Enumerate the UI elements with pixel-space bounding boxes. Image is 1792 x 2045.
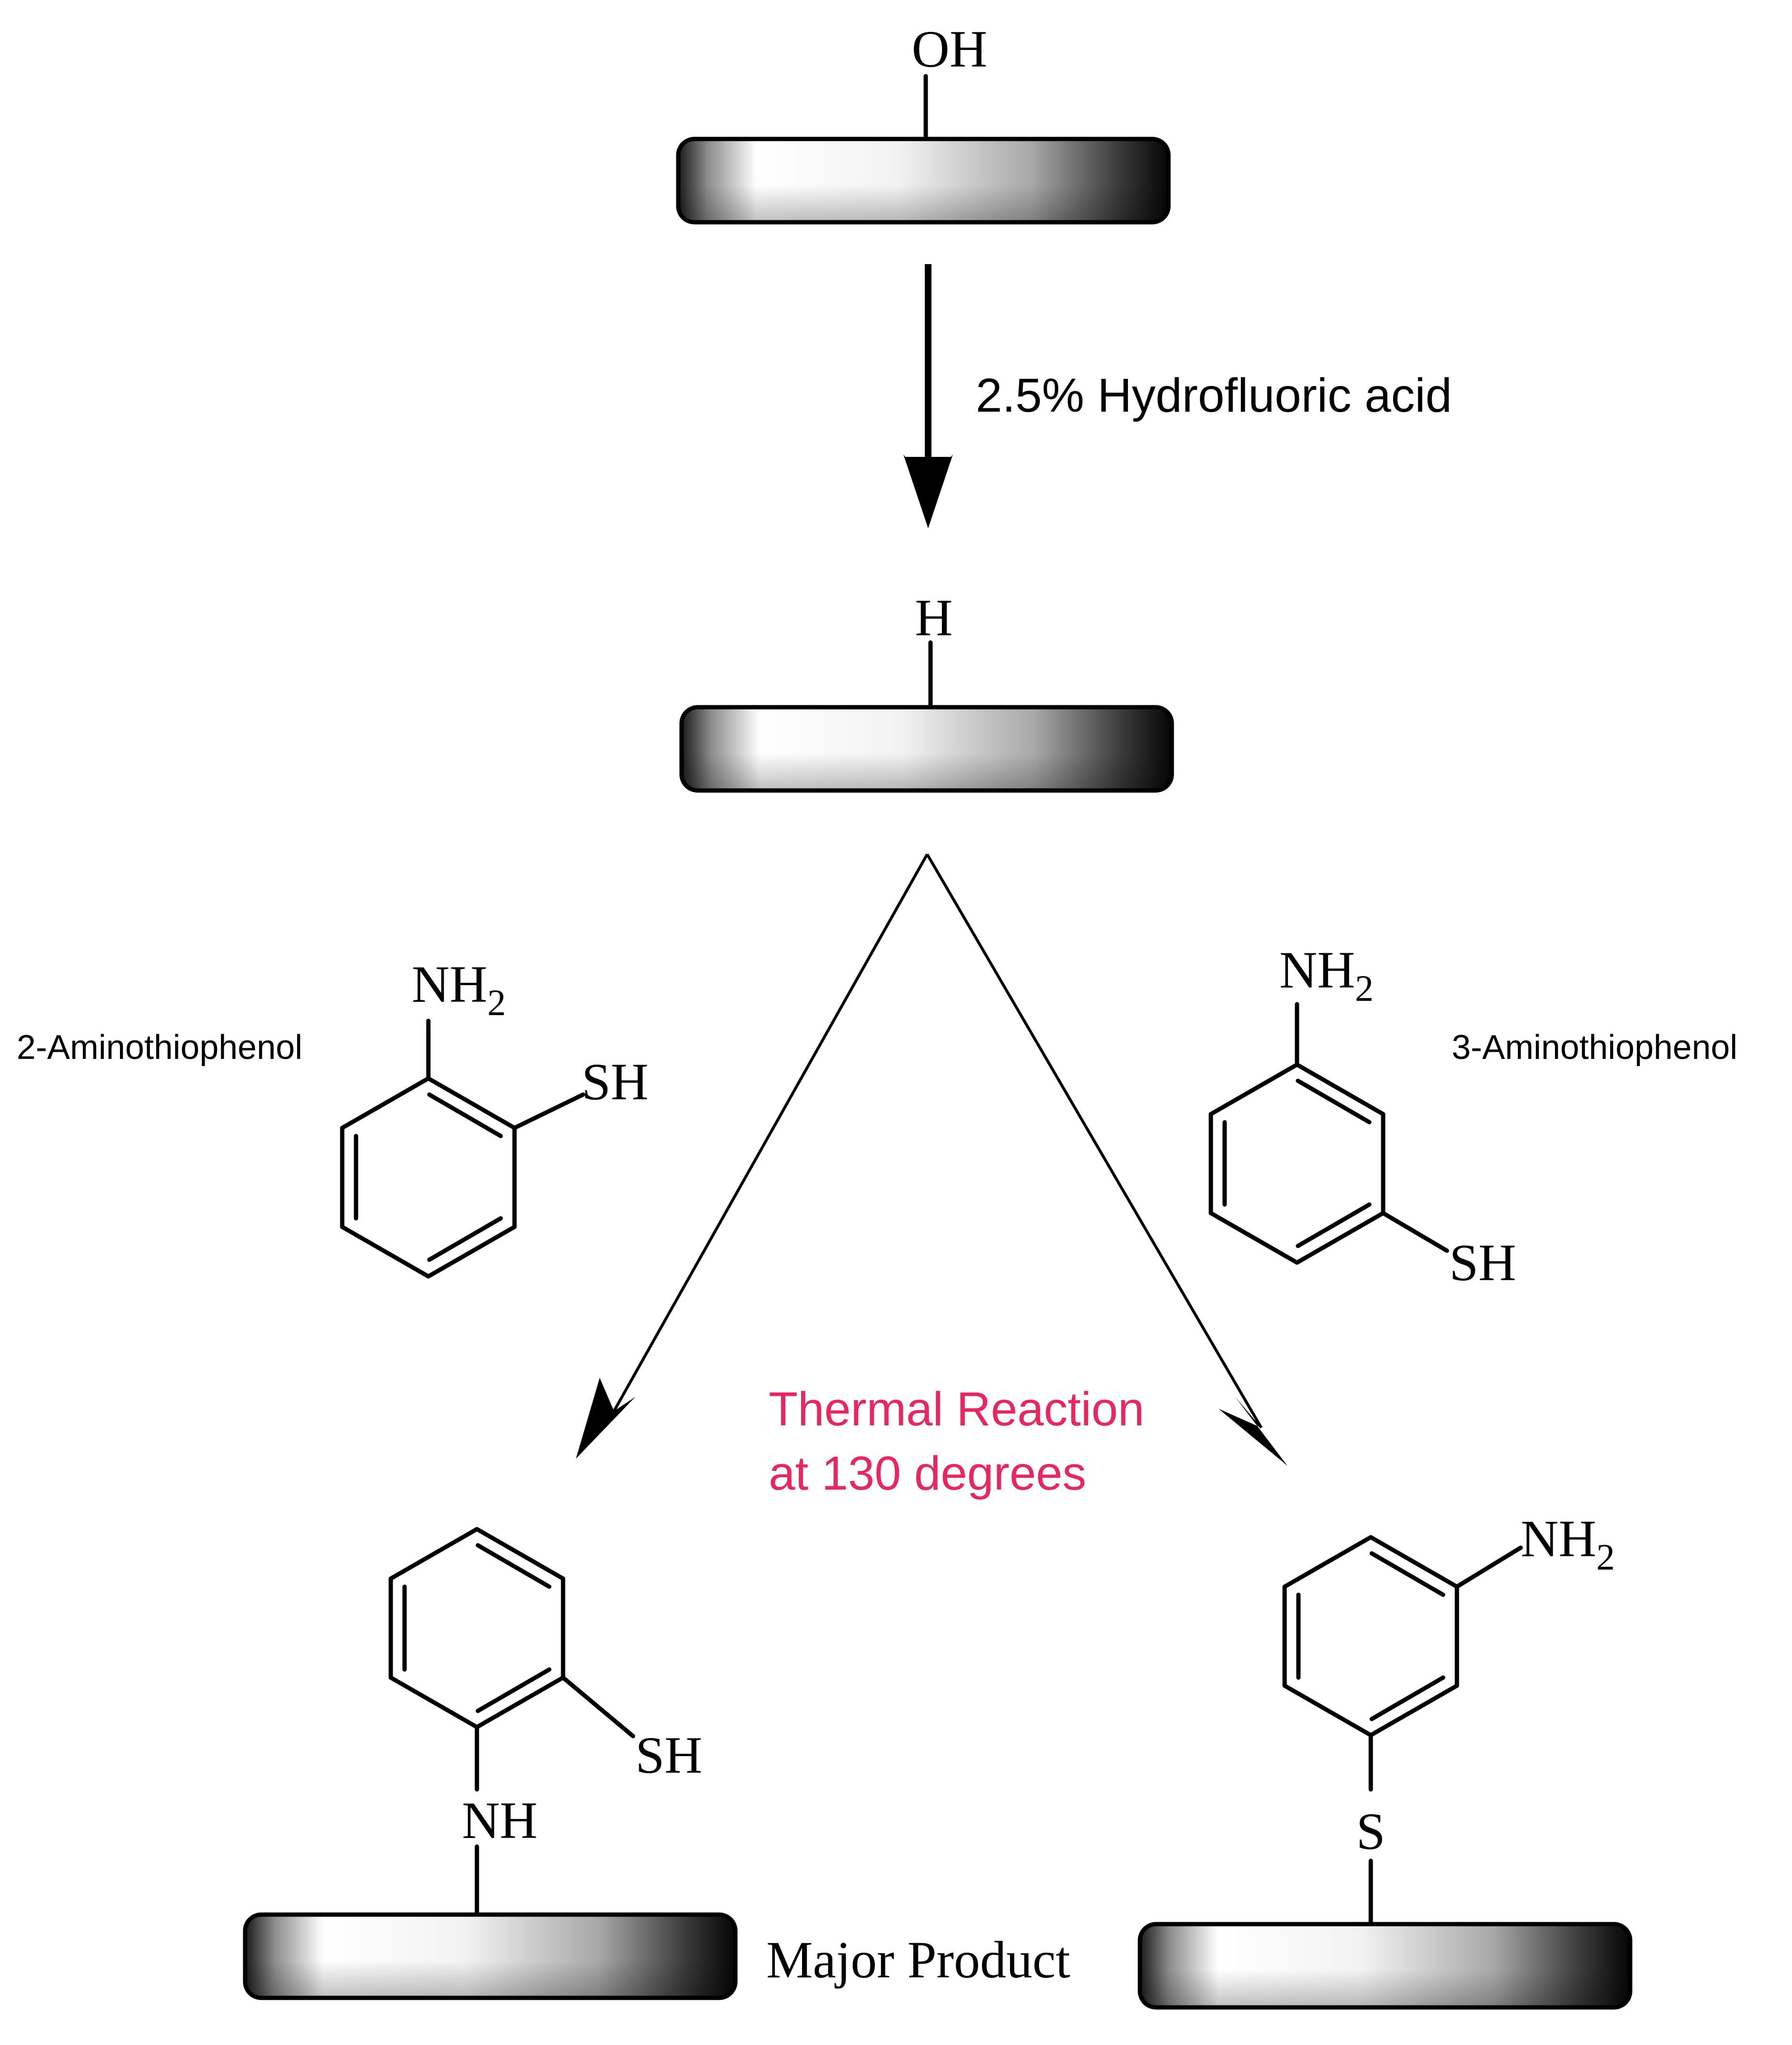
hf-etch-arrow — [903, 264, 953, 528]
thiol-label: SH — [582, 1053, 649, 1111]
amine-label: NH2 — [1521, 1510, 1615, 1578]
branch-arrows — [576, 853, 1287, 1466]
intermediate-surface: H — [679, 589, 1174, 793]
condition-line-1: Thermal Reaction — [769, 1383, 1144, 1436]
left-arrowhead — [576, 1378, 635, 1459]
reagent-left-name: 2-Aminothiophenol — [17, 1028, 302, 1067]
sulfur-linker-label: S — [1356, 1802, 1385, 1860]
hf-reagent-label: 2.5% Hydrofluoric acid — [976, 369, 1452, 422]
hydride-label: H — [915, 589, 952, 647]
reagent-right-name: 3-Aminothiophenol — [1452, 1028, 1737, 1067]
thiol-label: SH — [635, 1726, 703, 1784]
aminothiophenol-3-structure: NH2 SH — [1208, 941, 1516, 1292]
amine-linker-label: NH — [462, 1791, 538, 1849]
product-right: NH2 S — [1138, 1510, 1633, 2010]
major-product-label: Major Product — [766, 1931, 1070, 1989]
thiol-label: SH — [1449, 1234, 1516, 1292]
condition-line-2: at 130 degrees — [769, 1447, 1086, 1500]
product-left: SH NH — [243, 1527, 738, 2000]
amine-label: NH2 — [1279, 941, 1374, 1009]
start-surface: OH — [676, 20, 1171, 225]
amine-label: NH2 — [412, 955, 506, 1023]
aminothiophenol-2-structure: NH2 SH — [340, 955, 649, 1279]
hydroxyl-label: OH — [912, 20, 988, 78]
right-arrowhead — [1218, 1397, 1287, 1466]
